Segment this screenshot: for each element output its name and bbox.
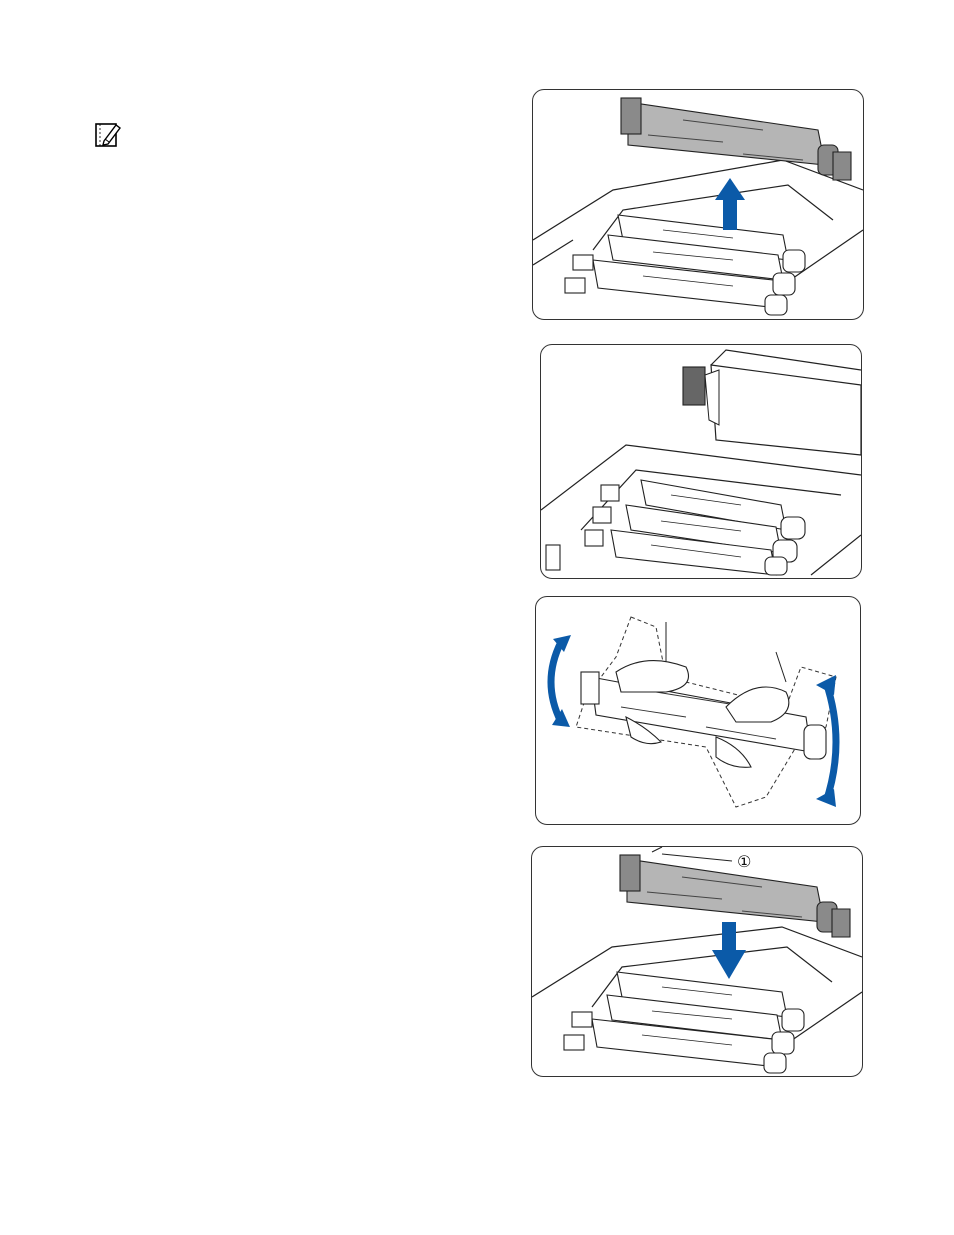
figure-insert-toner-cartridge: ① <box>531 846 863 1077</box>
figure-unpack-new-cartridge <box>540 344 862 579</box>
callout-label-1: ① <box>737 852 751 871</box>
note-icon <box>94 120 122 148</box>
figure-shake-cartridge <box>535 596 861 825</box>
figure-remove-toner-cartridge <box>532 89 864 320</box>
